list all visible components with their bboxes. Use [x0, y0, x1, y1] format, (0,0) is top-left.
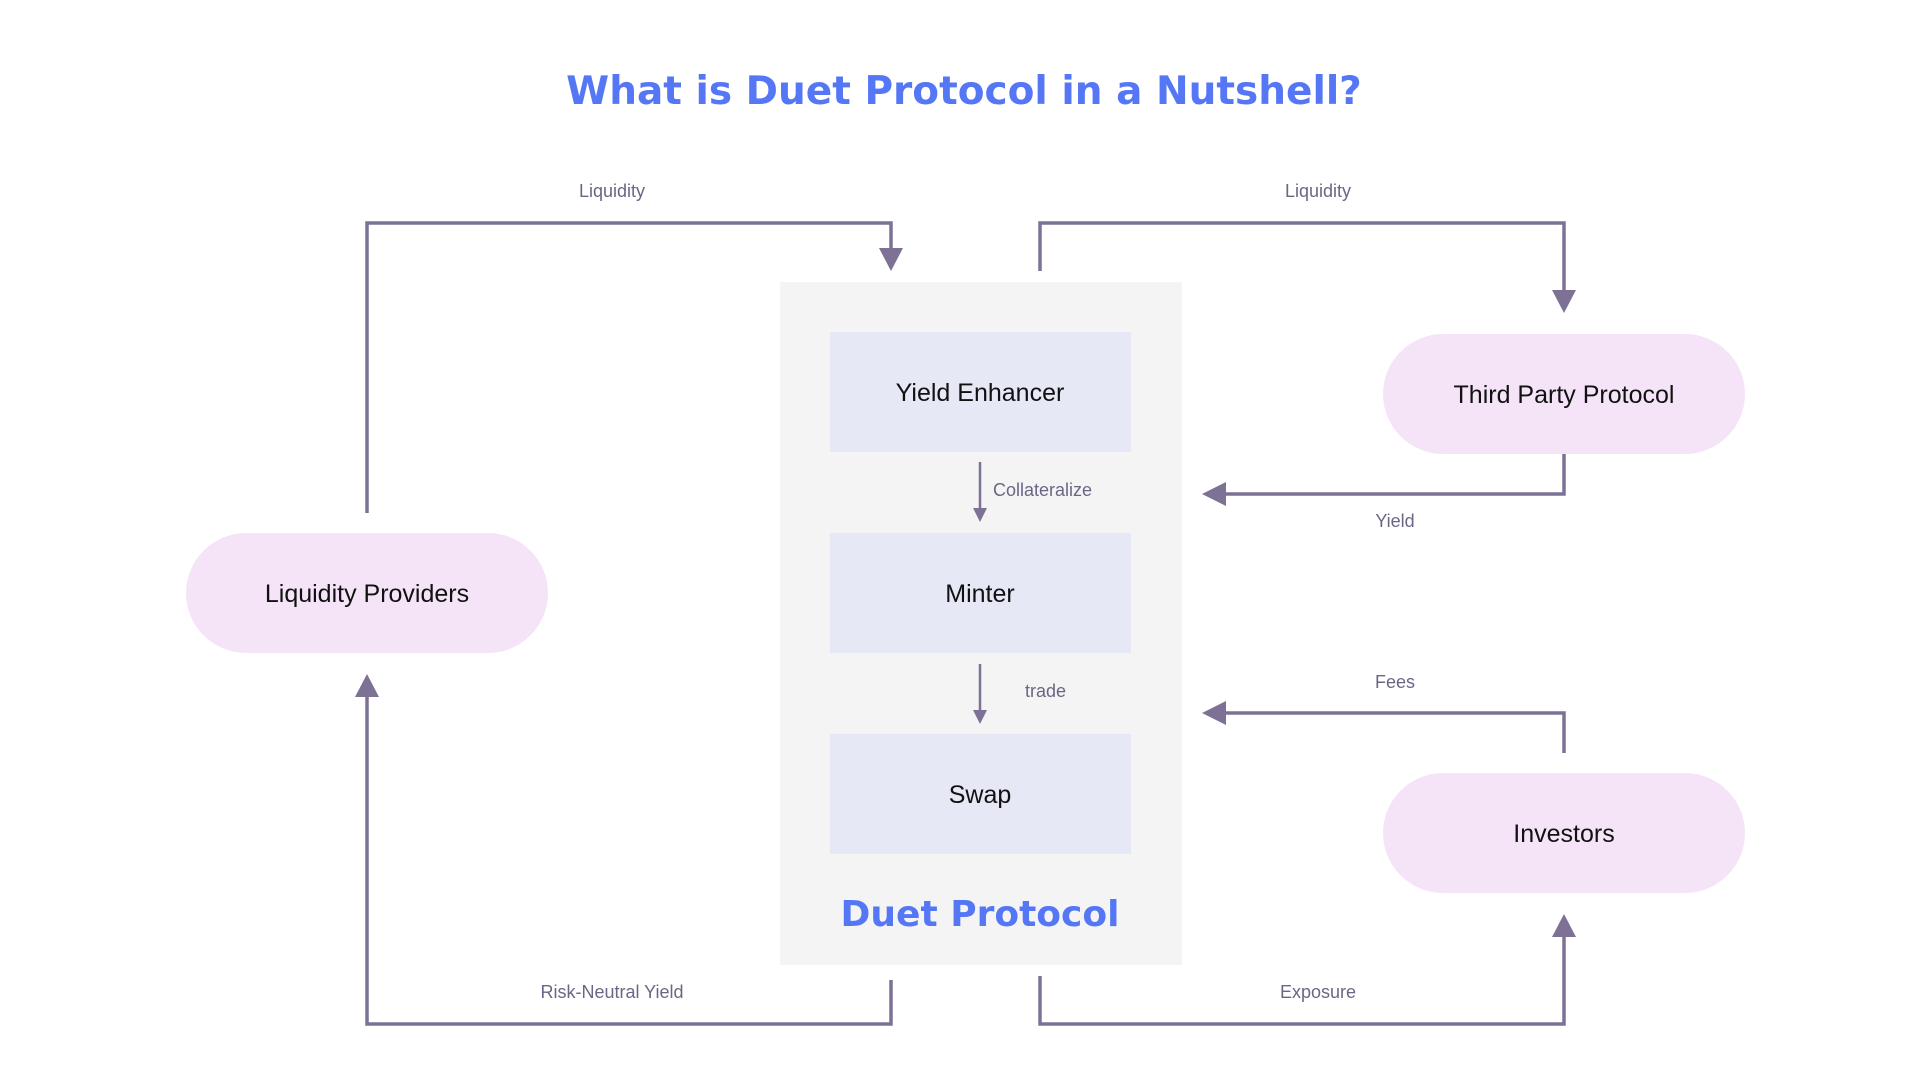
minter-node[interactable]: Minter — [830, 533, 1131, 653]
third-party-liquidity-arrow — [1038, 221, 1576, 313]
investors-node[interactable]: Investors — [1383, 773, 1745, 893]
third-party-protocol-node[interactable]: Third Party Protocol — [1383, 334, 1745, 454]
swap-box[interactable] — [830, 734, 1131, 854]
collateralize-arrow — [973, 462, 987, 522]
fees-arrow — [1202, 701, 1566, 753]
yield-label: Yield — [1375, 511, 1414, 531]
third-party-protocol-label: Third Party Protocol — [1454, 381, 1675, 409]
swap-node[interactable]: Swap — [830, 734, 1131, 854]
liquidity-providers-label: Liquidity Providers — [265, 580, 469, 608]
trade-arrow — [973, 664, 987, 724]
lp-liquidity-label: Liquidity — [579, 181, 645, 201]
collateralize-label: Collateralize — [993, 480, 1092, 500]
yield-enhancer-label: Yield Enhancer — [896, 379, 1065, 407]
lp-liquidity-arrow — [365, 221, 903, 513]
swap-label: Swap — [949, 781, 1012, 809]
duet-protocol-group: Yield Enhancer Minter Swap Duet Protocol… — [780, 282, 1182, 965]
third-party-protocol-pill[interactable] — [1383, 334, 1745, 454]
third-party-liquidity-label: Liquidity — [1285, 181, 1351, 201]
exposure-arrow — [1038, 914, 1576, 1026]
exposure-label: Exposure — [1280, 982, 1356, 1002]
fees-label: Fees — [1375, 672, 1415, 692]
risk-neutral-yield-label: Risk-Neutral Yield — [540, 982, 683, 1002]
risk-neutral-yield-arrow — [355, 674, 893, 1026]
diagram-title: What is Duet Protocol in a Nutshell? — [566, 69, 1362, 114]
yield-enhancer-box[interactable] — [830, 332, 1131, 452]
trade-label: trade — [1025, 681, 1066, 701]
minter-box[interactable] — [830, 533, 1131, 653]
yield-enhancer-node[interactable]: Yield Enhancer — [830, 332, 1131, 452]
investors-pill[interactable] — [1383, 773, 1745, 893]
liquidity-providers-pill[interactable] — [186, 533, 548, 653]
liquidity-providers-node[interactable]: Liquidity Providers — [186, 533, 548, 653]
yield-arrow — [1202, 454, 1566, 506]
investors-label: Investors — [1513, 820, 1614, 848]
duet-protocol-label: Duet Protocol — [841, 894, 1120, 935]
minter-label: Minter — [945, 580, 1014, 608]
